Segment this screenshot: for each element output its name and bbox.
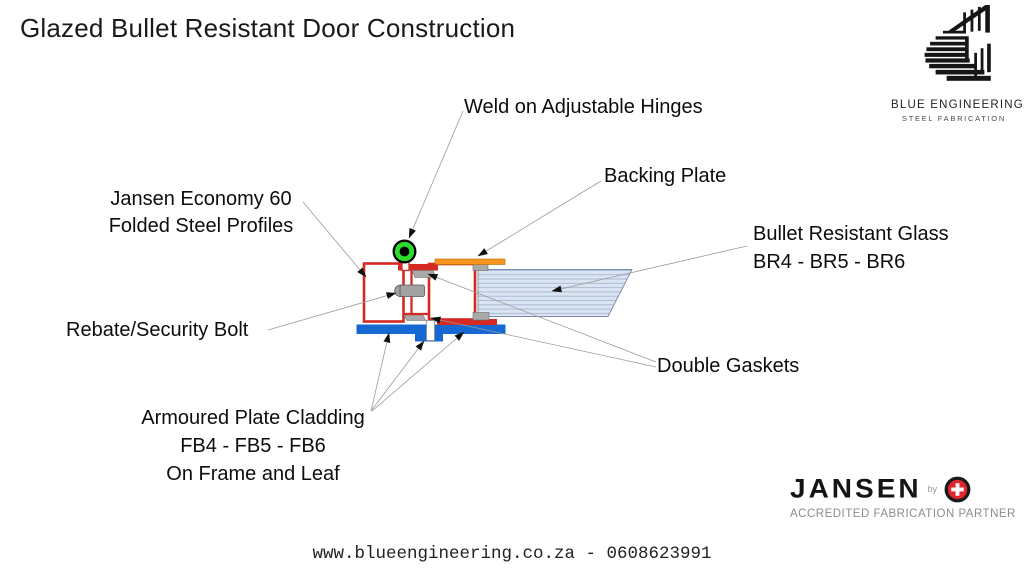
label-double-gaskets: Double Gaskets — [657, 355, 800, 377]
label-steel-profiles: Jansen Economy 60 Folded Steel Profiles — [108, 188, 294, 237]
jansen-by: by — [927, 484, 938, 494]
security-bolt — [394, 284, 425, 298]
bullet-resistant-glass — [477, 269, 633, 317]
label-weld-hinges: Weld on Adjustable Hinges — [464, 96, 703, 118]
page-title: Glazed Bullet Resistant Door Constructio… — [20, 13, 516, 43]
leader-lines — [267, 110, 748, 412]
blue-engineering-name: BLUE ENGINEERING — [891, 99, 1024, 111]
blue-engineering-tagline: STEEL FABRICATION — [902, 114, 1006, 123]
double-gaskets — [403, 270, 437, 321]
jansen-brand: JANSEN — [790, 473, 922, 504]
swiss-cross-icon — [944, 476, 971, 502]
backing-plate — [434, 258, 506, 321]
label-backing-plate: Backing Plate — [604, 165, 727, 187]
blue-engineering-logo: BLUE ENGINEERING STEEL FABRICATION — [891, 5, 1024, 123]
jansen-tagline: ACCREDITED FABRICATION PARTNER — [790, 508, 1016, 520]
spiral-staircase-icon — [924, 5, 991, 81]
bottom-pin-slot — [426, 320, 435, 341]
jansen-logo: JANSEN by ACCREDITED FABRICATION PARTNER — [790, 473, 1016, 520]
footer-contact: www.blueengineering.co.za - 0608623991 — [312, 544, 712, 564]
hinge — [392, 239, 417, 264]
label-bullet-glass: Bullet Resistant Glass BR4 - BR5 - BR6 — [753, 223, 949, 273]
leaf-bottom-plate — [437, 319, 497, 325]
label-armoured-cladding: Armoured Plate Cladding FB4 - FB5 - FB6 … — [141, 407, 365, 485]
label-rebate-bolt: Rebate/Security Bolt — [66, 319, 249, 341]
